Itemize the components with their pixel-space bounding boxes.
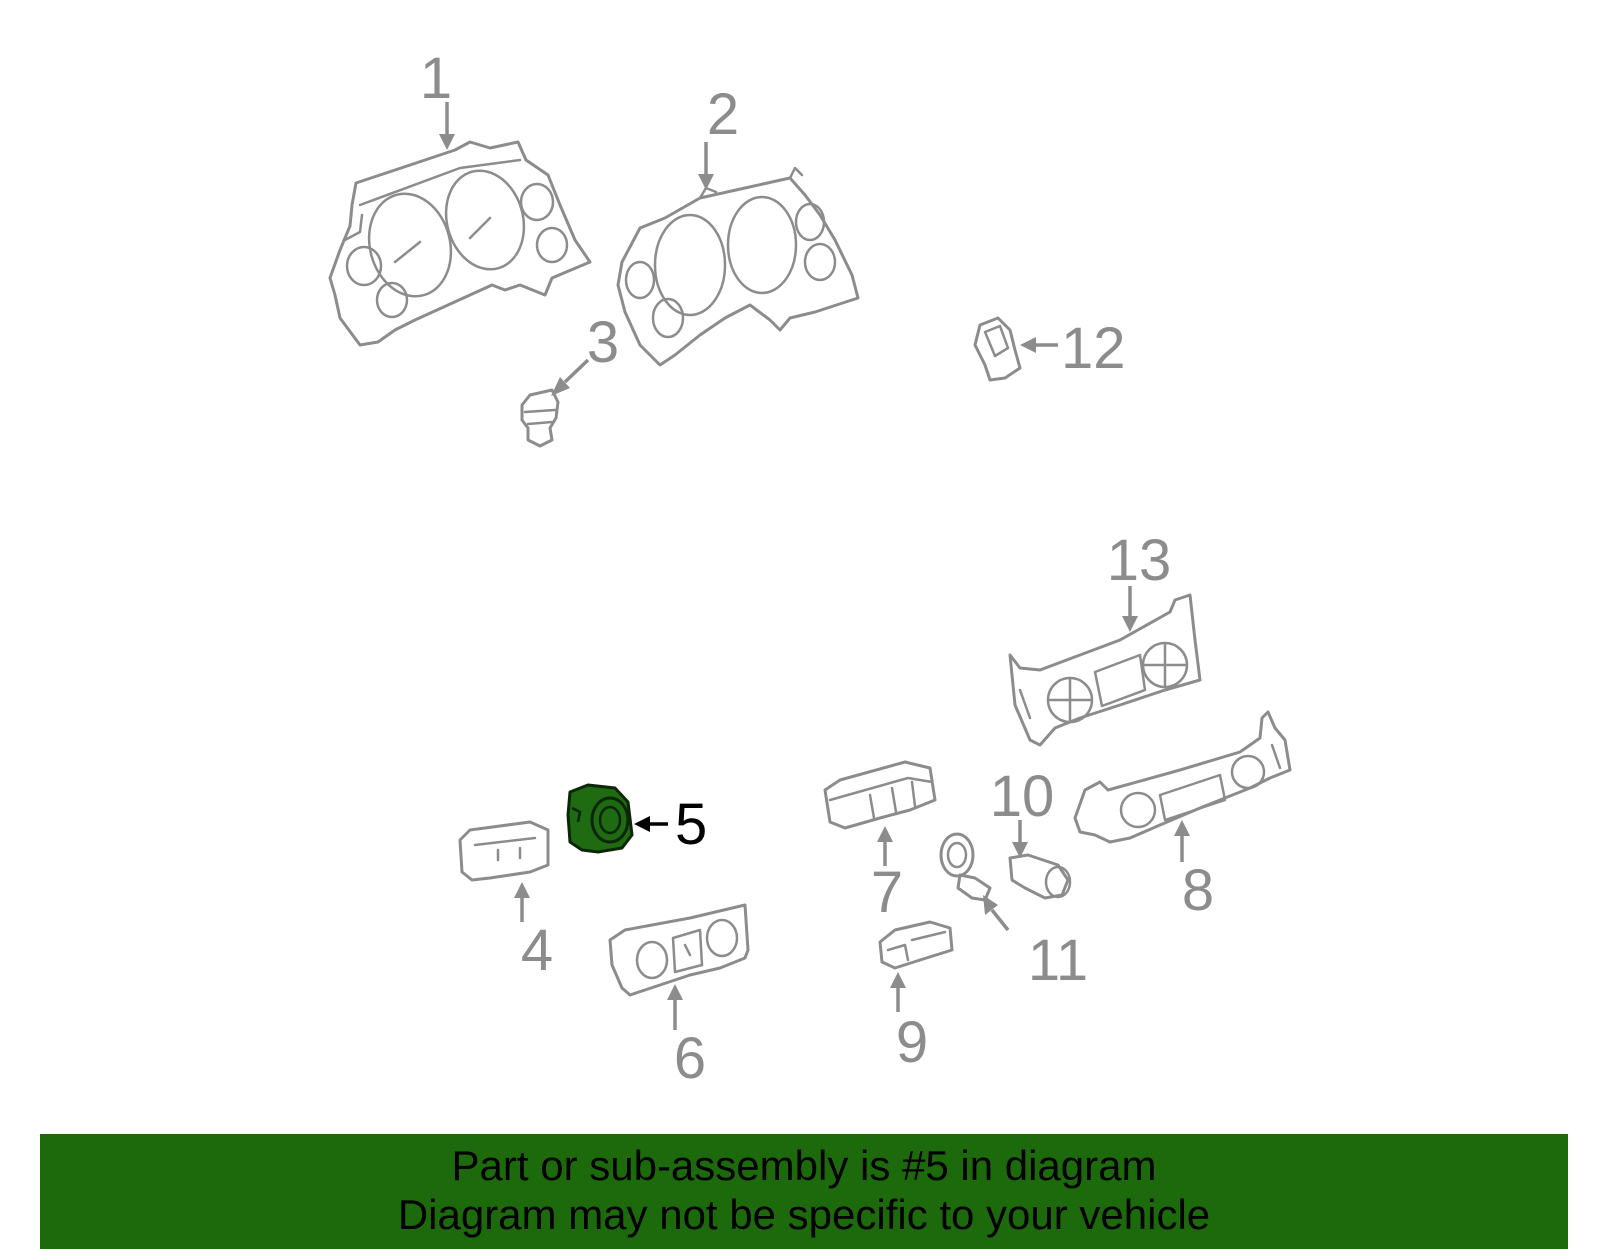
part-2-cluster-bezel <box>616 166 860 367</box>
svg-text:10: 10 <box>990 764 1055 829</box>
part-8-climate-control <box>1073 710 1292 844</box>
svg-text:5: 5 <box>675 792 707 857</box>
part-12-switch <box>973 316 1022 382</box>
banner-part-text: Part or sub-assembly is #5 in diagram <box>451 1142 1157 1189</box>
part-6-control-panel <box>608 903 750 997</box>
part-10-socket <box>1008 853 1072 900</box>
part-7-switch-bank <box>823 760 937 830</box>
callout-2: 2 <box>698 82 739 190</box>
svg-text:7: 7 <box>871 860 903 925</box>
callout-1: 1 <box>420 46 455 150</box>
callout-11: 11 <box>983 895 1088 993</box>
callout-6: 6 <box>667 984 706 1091</box>
svg-text:11: 11 <box>1028 928 1088 993</box>
svg-text:12: 12 <box>1061 316 1126 381</box>
part-13-hvac-bezel <box>1008 593 1202 747</box>
part-9-small-switch <box>878 920 954 970</box>
part-3-bulb-socket <box>520 388 560 448</box>
svg-text:13: 13 <box>1107 528 1172 593</box>
svg-text:9: 9 <box>896 1010 928 1075</box>
callout-8: 8 <box>1174 820 1214 923</box>
part-5-headlamp-switch-highlighted <box>566 783 634 854</box>
callout-9: 9 <box>890 972 928 1075</box>
svg-text:4: 4 <box>521 918 553 983</box>
callout-10: 10 <box>990 764 1055 858</box>
part-11-ring <box>939 832 992 902</box>
callout-7: 7 <box>871 826 903 925</box>
callout-3: 3 <box>551 310 619 396</box>
callout-13: 13 <box>1107 528 1172 632</box>
svg-text:1: 1 <box>420 46 452 111</box>
callout-5: 5 <box>634 792 707 857</box>
svg-text:8: 8 <box>1182 858 1214 923</box>
callout-12: 12 <box>1020 316 1126 381</box>
banner-disclaimer-text: Diagram may not be specific to your vehi… <box>397 1191 1211 1238</box>
info-banner: Part or sub-assembly is #5 in diagram Di… <box>40 1134 1568 1249</box>
callout-4: 4 <box>514 882 553 983</box>
part-1-instrument-cluster <box>328 140 592 347</box>
svg-text:2: 2 <box>707 82 739 147</box>
svg-text:6: 6 <box>674 1026 706 1091</box>
svg-text:3: 3 <box>587 310 619 375</box>
part-4-switch <box>458 820 550 882</box>
